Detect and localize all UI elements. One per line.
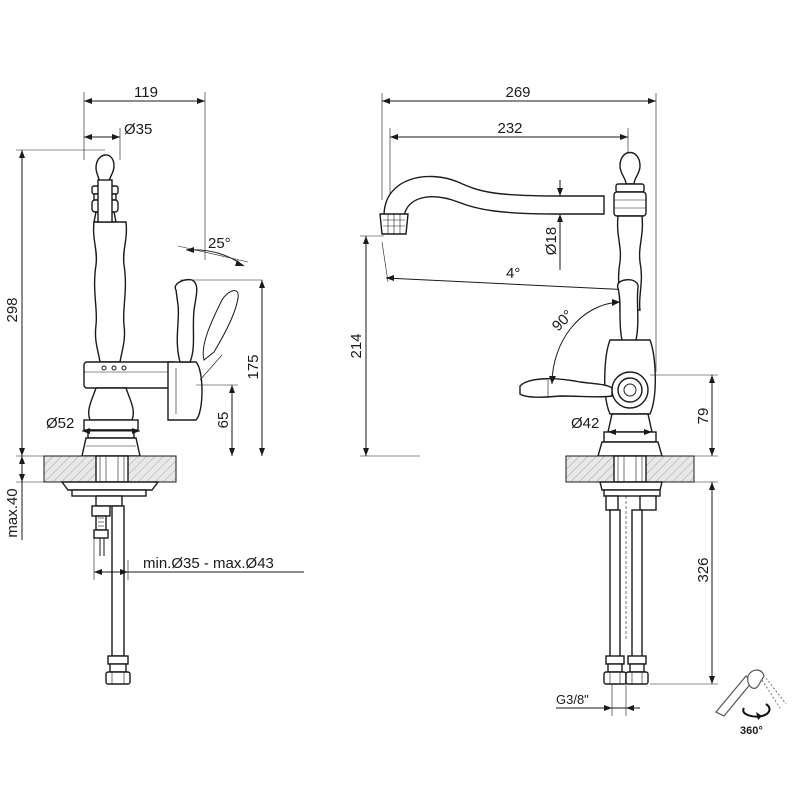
dim-handle-diameter: Ø35 — [84, 121, 152, 160]
dim-label-79: 79 — [695, 408, 712, 425]
faucet-front-body — [519, 151, 663, 457]
dim-lever-angle: 25° — [177, 235, 262, 281]
dim-body-diameter: Ø42 — [571, 415, 652, 435]
dim-connection: G3/8" — [556, 684, 640, 716]
dim-label-65: 65 — [215, 412, 232, 429]
dim-lever-axis-79: 79 — [650, 374, 718, 457]
dim-label-4deg: 4° — [506, 265, 520, 282]
dim-label-175: 175 — [245, 354, 262, 379]
dim-label-25: 25° — [208, 235, 231, 252]
rotation-arrow-icon — [742, 703, 771, 720]
dim-width-269: 269 — [381, 84, 657, 372]
dim-label-spout-diameter: Ø18 — [543, 227, 560, 255]
dim-spout-angle: 4° — [381, 241, 633, 291]
dim-label-214: 214 — [348, 333, 365, 358]
dim-lever-height-175: 175 — [245, 280, 265, 456]
front-view: 269 232 Ø18 — [348, 84, 718, 716]
dim-label-base-diameter: Ø52 — [46, 415, 74, 432]
dim-label-269: 269 — [505, 84, 530, 101]
fixing-assembly-front — [599, 481, 663, 685]
dim-label-326: 326 — [695, 557, 712, 582]
dim-base-height-65: 65 — [196, 384, 238, 456]
dim-height-298: 298 — [4, 149, 105, 457]
rotation-lever-icon — [715, 669, 787, 717]
dim-label-hole: min.Ø35 - max.Ø43 — [143, 555, 274, 572]
dim-label-handle-diameter: Ø35 — [124, 121, 152, 138]
fixing-assembly-side — [60, 481, 160, 685]
dim-spout-reach-232: 232 — [389, 120, 629, 200]
dim-label-body-diameter: Ø42 — [571, 415, 599, 432]
dim-label-119: 119 — [134, 84, 158, 101]
dim-base-diameter: Ø52 — [46, 415, 140, 434]
side-view: 119 Ø35 298 — [4, 84, 304, 685]
dim-label-max40: max.40 — [4, 488, 21, 537]
spout-front — [379, 175, 605, 235]
dim-label-90deg: 90° — [549, 307, 577, 335]
faucet-side-body — [81, 154, 239, 457]
dim-width-119: 119 — [83, 84, 206, 260]
rotation-badge: 360° — [715, 669, 787, 737]
dim-hole-diameter: min.Ø35 - max.Ø43 — [93, 530, 304, 580]
rotation-label: 360° — [740, 725, 763, 737]
dim-label-connection: G3/8" — [556, 692, 589, 707]
dim-spout-diameter: Ø18 — [543, 180, 563, 270]
dim-label-298: 298 — [4, 297, 21, 322]
dim-label-232: 232 — [497, 120, 522, 137]
dim-deck-thickness: max.40 — [4, 456, 62, 540]
dim-spout-height-214: 214 — [348, 235, 420, 457]
dim-hose-326: 326 — [650, 481, 718, 685]
